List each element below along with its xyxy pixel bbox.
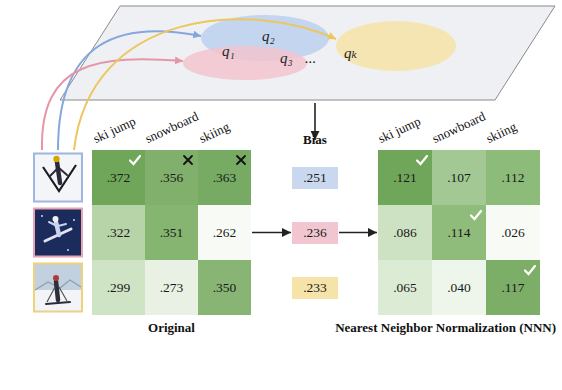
check-mark-stroke	[417, 156, 427, 164]
query-arrow	[74, 19, 336, 150]
flow-arrow	[339, 232, 377, 234]
skier-body	[57, 162, 60, 183]
score-value: .262	[213, 225, 237, 241]
score-value: .322	[107, 225, 131, 241]
score-value: .121	[393, 170, 417, 186]
embedding-plane-shape	[60, 6, 555, 100]
query-label: q₂	[262, 27, 275, 45]
query-arrow	[58, 31, 201, 150]
skier-body	[56, 281, 58, 300]
score-cell: .372	[92, 150, 145, 205]
check-mark	[415, 153, 429, 167]
rider-body	[56, 222, 59, 235]
score-value: .086	[393, 225, 417, 241]
class-header: snowboard	[143, 108, 201, 146]
star	[67, 249, 69, 251]
score-value: .356	[160, 170, 184, 186]
score-cell: .299	[92, 260, 145, 315]
thumbnail-frame	[34, 154, 82, 202]
score-cell: .262	[198, 205, 251, 260]
bias-box: .236	[292, 222, 338, 244]
check-mark	[469, 208, 483, 222]
query-label: q₁	[222, 42, 235, 60]
score-cell: .117	[486, 260, 540, 315]
helmet	[53, 216, 59, 222]
helmet	[53, 275, 59, 281]
check-mark-stroke	[525, 266, 535, 274]
class-header: skiing	[484, 119, 519, 146]
check-mark	[523, 263, 537, 277]
thumbnail-frame	[34, 264, 82, 312]
score-value: .233	[303, 280, 327, 296]
thumbnail-frame	[34, 209, 82, 257]
check-mark	[128, 153, 142, 167]
star	[41, 215, 43, 217]
embedding-plane: q₁ q₂ q₃... qₖ	[60, 6, 555, 100]
thumbnail-image	[34, 264, 82, 312]
query-label: ...	[305, 49, 316, 67]
score-value: .299	[107, 280, 131, 296]
cross-mark-stroke	[237, 156, 245, 164]
rider-arms	[49, 222, 66, 226]
check-mark-stroke	[471, 211, 481, 219]
skis	[46, 302, 70, 304]
score-matrix: .372.356.363.322.351.262.299.273.350Orig…	[92, 150, 251, 315]
score-value: .026	[501, 225, 525, 241]
score-value: .350	[213, 280, 237, 296]
score-cell: .273	[145, 260, 198, 315]
score-cell: .350	[198, 260, 251, 315]
neighbor-cluster	[336, 21, 456, 71]
class-header: skiing	[197, 119, 232, 146]
thumbnail-image	[34, 154, 82, 202]
score-value: .351	[160, 225, 184, 241]
score-matrix: .121.107.112.086.114.026.065.040.117Near…	[378, 150, 540, 315]
query-label: q₃	[280, 49, 293, 67]
matrix-title: Original	[148, 320, 195, 336]
score-cell: .114	[432, 205, 486, 260]
thumbnail-image	[34, 209, 82, 257]
score-value: .040	[447, 280, 471, 296]
cross-mark	[181, 153, 195, 167]
helmet	[53, 156, 59, 162]
skier-arms	[50, 168, 67, 176]
class-header: snowboard	[430, 108, 488, 146]
score-cell: .107	[432, 150, 486, 205]
query-label: qₖ	[344, 44, 357, 62]
class-header: ski jump	[376, 113, 423, 146]
check-mark-stroke	[130, 156, 140, 164]
score-value: .065	[393, 280, 417, 296]
neighbor-cluster	[183, 46, 307, 80]
score-value: .363	[213, 170, 237, 186]
score-value: .117	[501, 280, 524, 296]
column-title: Bias	[303, 132, 327, 147]
cross-mark	[234, 153, 248, 167]
score-value: .107	[447, 170, 471, 186]
score-value: .236	[303, 225, 327, 241]
score-cell: .322	[92, 205, 145, 260]
ski-poles	[47, 287, 67, 302]
star	[73, 219, 75, 221]
score-cell: .026	[486, 205, 540, 260]
score-value: .112	[501, 170, 524, 186]
score-cell: .351	[145, 205, 198, 260]
cross-mark-stroke	[184, 156, 192, 164]
score-cell: .363	[198, 150, 251, 205]
score-value: .273	[160, 280, 184, 296]
score-value: .114	[447, 225, 470, 241]
matrix-title: Nearest Neighbor Normalization (NNN)	[335, 320, 556, 336]
score-value: .251	[303, 170, 327, 186]
score-cell: .086	[378, 205, 432, 260]
score-cell: .356	[145, 150, 198, 205]
class-header: ski jump	[91, 113, 138, 146]
bias-box: .233	[292, 277, 338, 299]
score-cell: .065	[378, 260, 432, 315]
score-value: .372	[107, 170, 131, 186]
score-cell: .040	[432, 260, 486, 315]
flow-arrow	[252, 232, 291, 234]
bias-box: .251	[292, 167, 338, 189]
score-cell: .112	[486, 150, 540, 205]
score-cell: .121	[378, 150, 432, 205]
